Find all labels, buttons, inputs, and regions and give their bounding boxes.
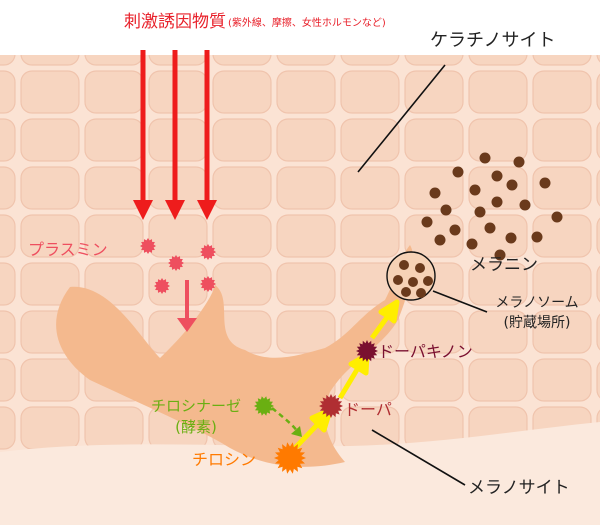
melanosome-granule [408, 277, 418, 287]
melanin-granule [531, 231, 543, 243]
melanin-granule [494, 249, 506, 261]
tyrosinase-molecule [254, 396, 274, 416]
melanin-granule [479, 152, 491, 164]
melanin-granule [429, 187, 441, 199]
melanin-granule [466, 238, 478, 250]
melanin-granule [469, 184, 481, 196]
dopaquinone-to-melanosome-arrow [369, 299, 400, 340]
title-main: 刺激誘因物質 [124, 12, 226, 32]
tyrosinase-arrow [271, 407, 299, 433]
dopaquinone-molecule [356, 340, 378, 362]
melanosome-melanin [393, 260, 433, 298]
melanin-granule [491, 196, 503, 208]
tyrosinase-sublabel: (酵素) [175, 418, 217, 436]
melanosome-granule [415, 263, 425, 273]
dopa-label: ドーパ [344, 400, 392, 419]
melanin-granule [491, 170, 503, 182]
melanin-granule [474, 206, 486, 218]
plasmin-arrowhead [177, 318, 197, 332]
melanin-granule [452, 166, 464, 178]
tyrosine-to-dopa-arrow [293, 407, 333, 450]
melanosome-granule [399, 260, 409, 270]
melanosome-granule [416, 288, 426, 298]
melanin-granule [519, 199, 531, 211]
tyrosinase-label: チロシナーゼ [150, 397, 242, 415]
melanosome-granule [393, 275, 403, 285]
melanin-granule [513, 156, 525, 168]
plasmin-molecule [154, 278, 170, 294]
tyrosine-label: チロシン [192, 450, 257, 469]
dermis-layer [0, 422, 600, 525]
melanin-granules [421, 152, 563, 261]
keratinocyte-label: ケラチノサイト [430, 30, 556, 51]
title-sub: (紫外線、摩擦、女性ホルモンなど) [228, 18, 386, 29]
melanocyte-label: メラノサイト [468, 478, 570, 498]
melanin-granule [421, 216, 433, 228]
melanin-granule [440, 204, 452, 216]
plasmin-molecule [140, 238, 156, 254]
plasmin-molecules [140, 238, 216, 294]
melanosome-granule [423, 276, 433, 286]
tyrosinase-arrowhead [291, 426, 302, 437]
plasmin-molecule [168, 255, 184, 271]
pathway-arrows [293, 299, 400, 450]
melanosome [386, 251, 436, 301]
plasmin-label: プラスミン [28, 240, 108, 259]
melanin-granule [539, 177, 551, 189]
keratinocyte-leader-line [357, 64, 446, 173]
melanin-granule [484, 222, 496, 234]
melanin-label: メラニン [470, 255, 538, 275]
melanocyte-leader-line [371, 429, 466, 486]
melanosome-granule [401, 287, 411, 297]
melanin-granule [506, 179, 518, 191]
melanosome-sublabel: (貯蔵場所) [503, 315, 571, 331]
dopa-molecule [319, 394, 343, 418]
stimulus-arrows [133, 50, 217, 220]
melanosome-leader-line [432, 290, 488, 313]
melanin-granule [449, 224, 461, 236]
tyrosine-molecule [274, 442, 306, 474]
pathway-molecules [254, 340, 378, 474]
melanin-granule [505, 232, 517, 244]
dopaquinone-label: ドーパキノン [378, 342, 473, 361]
dopa-to-dopaquinone-arrow [337, 352, 370, 400]
melanosome-label: メラノソーム [495, 295, 579, 311]
melanin-granule [434, 234, 446, 246]
plasmin-molecule [200, 244, 216, 260]
plasmin-molecule [200, 276, 216, 292]
melanin-granule [551, 211, 563, 223]
